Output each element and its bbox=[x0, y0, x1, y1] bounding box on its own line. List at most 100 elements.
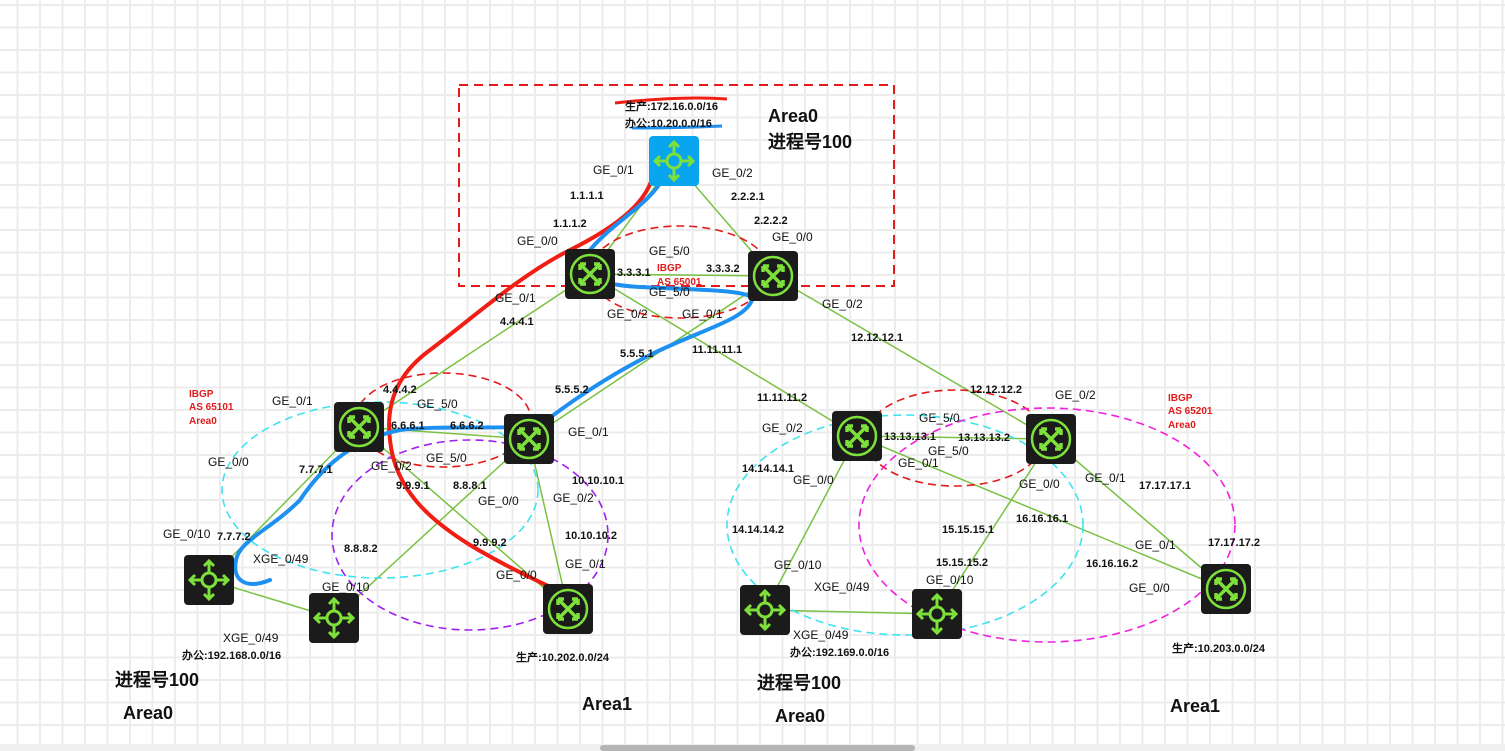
link-line bbox=[589, 273, 858, 437]
core-switch-switch-icon[interactable] bbox=[649, 136, 699, 186]
diagram-label: 1.1.1.2 bbox=[553, 218, 587, 230]
link-line bbox=[528, 438, 569, 610]
diagram-label: 17.17.17.1 bbox=[1139, 480, 1191, 492]
diagram-label: GE_0/1 bbox=[1135, 538, 1176, 552]
diagram-label: Area1 bbox=[1170, 696, 1220, 716]
diagram-label: GE_0/2 bbox=[712, 166, 753, 180]
link-line bbox=[856, 435, 1052, 440]
diagram-label: 10.10.10.2 bbox=[565, 530, 617, 542]
diagram-label: GE_5/0 bbox=[928, 444, 969, 458]
diagram-label: XGE_0/49 bbox=[793, 628, 849, 642]
link-line bbox=[333, 438, 530, 619]
diagram-label: GE_0/1 bbox=[1085, 471, 1126, 485]
diagram-label: IBGP bbox=[189, 389, 214, 400]
diagram-label: 10.10.10.1 bbox=[572, 475, 624, 487]
diagram-label: 9.9.9.2 bbox=[473, 537, 507, 549]
switch-l3-switch-icon[interactable] bbox=[184, 555, 234, 605]
diagram-label: XGE_0/49 bbox=[253, 552, 309, 566]
diagram-label: 15.15.15.2 bbox=[936, 557, 988, 569]
diagram-label: 16.16.16.1 bbox=[1016, 513, 1068, 525]
diagram-label: GE_0/0 bbox=[793, 473, 834, 487]
router-m1-router-icon[interactable] bbox=[832, 411, 882, 461]
diagram-label: GE_0/10 bbox=[163, 527, 211, 541]
diagram-label: 1.1.1.1 bbox=[570, 190, 604, 202]
diagram-label: GE_0/0 bbox=[517, 234, 558, 248]
diagram-label: 办公:192.168.0.0/16 bbox=[182, 648, 281, 662]
diagram-label: GE_0/1 bbox=[272, 394, 313, 408]
diagram-label: GE_0/2 bbox=[762, 421, 803, 435]
diagram-label: 办公:192.169.0.0/16 bbox=[790, 645, 889, 659]
diagram-label: Area0 bbox=[768, 106, 818, 126]
diagram-label: GE_5/0 bbox=[919, 411, 960, 425]
link-line bbox=[936, 438, 1052, 615]
router-l2-router-icon[interactable] bbox=[504, 414, 554, 464]
diagram-label: GE_0/1 bbox=[568, 425, 609, 439]
switch-m4-switch-icon[interactable] bbox=[740, 585, 790, 635]
diagram-label: 8.8.8.2 bbox=[344, 543, 378, 555]
ospf-area0-ellipse-right bbox=[726, 414, 1084, 636]
diagram-label: 3.3.3.1 bbox=[617, 267, 651, 279]
router-m3-router-icon[interactable] bbox=[1201, 564, 1251, 614]
diagram-label: Area1 bbox=[582, 694, 632, 714]
diagram-label: GE_0/2 bbox=[822, 297, 863, 311]
production-underline bbox=[614, 96, 728, 105]
diagram-label: GE_0/10 bbox=[322, 580, 370, 594]
diagram-label: GE_5/0 bbox=[426, 451, 467, 465]
diagram-label: GE_0/10 bbox=[774, 558, 822, 572]
diagram-label: GE_0/1 bbox=[898, 456, 939, 470]
diagram-label: AS 65101 bbox=[189, 402, 234, 413]
diagram-label: 16.16.16.2 bbox=[1086, 558, 1138, 570]
diagram-label: 4.4.4.2 bbox=[383, 384, 417, 396]
diagram-label: 12.12.12.1 bbox=[851, 332, 903, 344]
link-line bbox=[772, 275, 1052, 440]
diagram-label: IBGP bbox=[657, 263, 682, 274]
diagram-label: GE_5/0 bbox=[649, 285, 690, 299]
area0-boundary-box bbox=[458, 84, 895, 287]
diagram-label: 7.7.7.2 bbox=[217, 531, 251, 543]
link-line bbox=[856, 435, 1227, 590]
link-line bbox=[208, 426, 360, 581]
diagram-label: XGE_0/49 bbox=[814, 580, 870, 594]
link-line bbox=[764, 435, 858, 611]
router-l5-router-icon[interactable] bbox=[543, 584, 593, 634]
scrollbar-thumb[interactable] bbox=[600, 745, 915, 751]
diagram-label: 5.5.5.1 bbox=[620, 348, 654, 360]
diagram-label: 13.13.13.1 bbox=[884, 431, 936, 443]
diagram-label: AS 65001 bbox=[657, 277, 702, 288]
diagram-label: 6.6.6.1 bbox=[391, 420, 425, 432]
router-r1-router-icon[interactable] bbox=[565, 249, 615, 299]
diagram-label: 生产:10.202.0.0/24 bbox=[516, 650, 610, 664]
router-m2-router-icon[interactable] bbox=[1026, 414, 1076, 464]
devices bbox=[184, 136, 1251, 643]
diagram-label: 13.13.13.2 bbox=[958, 432, 1010, 444]
router-r2-router-icon[interactable] bbox=[748, 251, 798, 301]
switch-m5-switch-icon[interactable] bbox=[912, 589, 962, 639]
diagram-label: GE_0/0 bbox=[1129, 581, 1170, 595]
link-line bbox=[589, 273, 774, 277]
diagram-label: GE_5/0 bbox=[649, 244, 690, 258]
diagram-label: GE_5/0 bbox=[417, 397, 458, 411]
diagram-label: 进程号100 bbox=[768, 132, 852, 152]
diagram-label: Area0 bbox=[123, 703, 173, 723]
diagram-label: GE_0/2 bbox=[553, 491, 594, 505]
link-line bbox=[358, 273, 591, 428]
diagram-label: 生产:172.16.0.0/16 bbox=[625, 99, 718, 113]
diagram-label: 14.14.14.1 bbox=[742, 463, 794, 475]
diagram-label: GE_0/1 bbox=[593, 163, 634, 177]
diagram-label: 11.11.11.1 bbox=[692, 344, 742, 356]
diagram-label: 14.14.14.2 bbox=[732, 524, 784, 536]
diagram-label: 6.6.6.2 bbox=[450, 420, 484, 432]
diagram-label: 5.5.5.2 bbox=[555, 384, 589, 396]
diagram-label: Area0 bbox=[1168, 420, 1196, 431]
link-line bbox=[764, 609, 938, 615]
diagram-label: 7.7.7.1 bbox=[299, 464, 333, 476]
switch-l4-switch-icon[interactable] bbox=[309, 593, 359, 643]
diagram-label: GE_0/2 bbox=[1055, 388, 1096, 402]
production-traffic-path bbox=[387, 168, 656, 602]
router-l1-router-icon[interactable] bbox=[334, 402, 384, 452]
ospf-area1-ellipse-right bbox=[858, 407, 1236, 643]
diagram-label: GE_0/2 bbox=[371, 459, 412, 473]
diagram-label: Area0 bbox=[189, 416, 217, 427]
diagram-label: GE_0/10 bbox=[926, 573, 974, 587]
